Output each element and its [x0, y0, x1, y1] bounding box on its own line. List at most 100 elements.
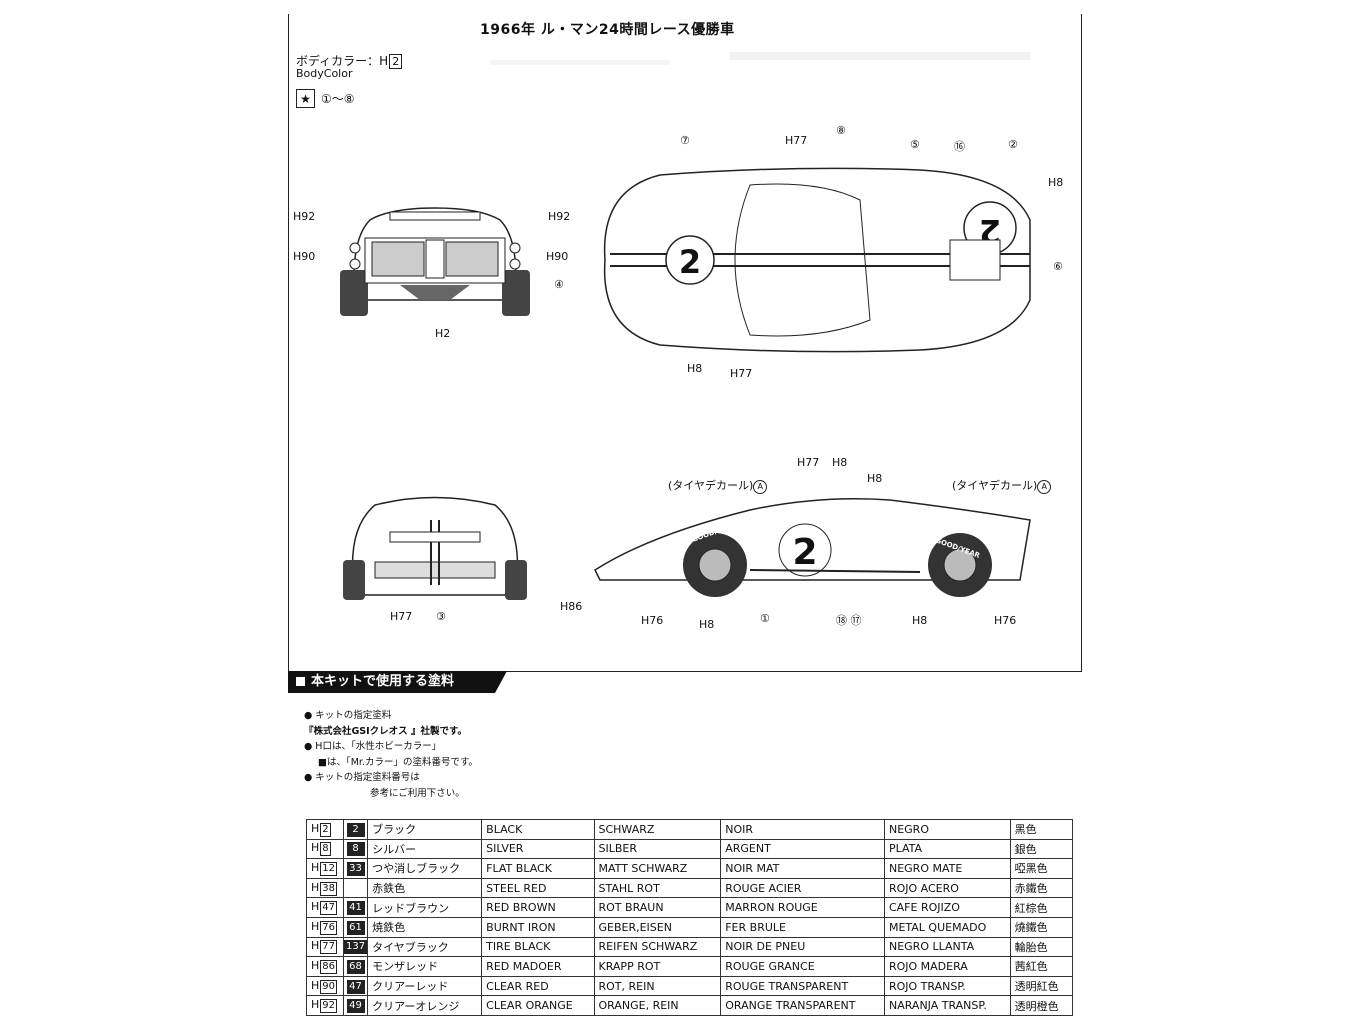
- paint-name-de: ROT BRAUN: [593, 897, 722, 918]
- paint-name-es: CAFE ROJIZO: [883, 897, 1011, 918]
- callout-8: ⑧: [836, 124, 846, 137]
- paint-name-jp: 赤鉄色: [367, 877, 483, 899]
- callout-tire-decal-right: (タイヤデカール)A: [952, 477, 1052, 494]
- paint-name-de: SCHWARZ: [593, 819, 722, 840]
- callout-h8-side-bottom: H8: [699, 618, 715, 631]
- paint-name-jp: シルバー: [367, 838, 483, 860]
- paint-name-jp: モンザレッド: [367, 956, 483, 977]
- paint-name-fr: FER BRULE: [720, 916, 885, 938]
- paint-name-fr: ROUGE ACIER: [720, 877, 885, 899]
- paint-name-es: NARANJA TRANSP.: [883, 995, 1011, 1016]
- paint-name-fr: ARGENT: [720, 838, 885, 860]
- callout-h76-right: H76: [994, 614, 1017, 627]
- paint-mr-code: 8: [342, 838, 369, 860]
- rear-view-drawing: [343, 496, 527, 600]
- paint-name-fr: ROUGE GRANCE: [720, 956, 885, 977]
- paint-name-fr: ORANGE TRANSPARENT: [720, 995, 885, 1016]
- paint-mr-code: 61: [342, 916, 369, 938]
- paint-name-fr: NOIR DE PNEU: [720, 936, 885, 958]
- callout-6: ⑥: [1053, 260, 1063, 273]
- paint-mr-code: 2: [342, 819, 369, 840]
- paint-section-heading: 本キットで使用する塗料: [288, 671, 507, 693]
- callout-18-17: ⑱ ⑰: [836, 614, 862, 627]
- paint-name-es: ROJO ACERO: [883, 877, 1011, 899]
- paint-name-en: RED MADOER: [481, 956, 595, 977]
- callout-tire-decal-left: (タイヤデカール)A: [668, 477, 768, 494]
- callout-h77-top: H77: [785, 134, 808, 147]
- paint-name-de: GEBER,EISEN: [593, 916, 722, 938]
- paint-name-de: ROT, REIN: [593, 975, 722, 997]
- bleed-through-text: [490, 60, 670, 65]
- paint-name-de: STAHL ROT: [593, 877, 722, 899]
- callout-h8-side-top: H8: [832, 456, 848, 469]
- paint-name-jp: 焼鉄色: [367, 916, 483, 938]
- paint-name-jp: クリアーレッド: [367, 975, 483, 997]
- paint-mr-code: [342, 877, 369, 899]
- paint-name-fr: NOIR MAT: [720, 858, 885, 879]
- paint-name-en: BLACK: [481, 819, 595, 840]
- paint-name-es: NEGRO: [883, 819, 1011, 840]
- callout-h90-right: H90: [546, 250, 569, 263]
- paint-name-es: NEGRO MATE: [883, 858, 1011, 879]
- page-title: 1966年 ル・マン24時間レース優勝車: [480, 22, 735, 38]
- callout-h92-left: H92: [293, 210, 316, 223]
- top-view-drawing: 2 2: [603, 167, 1031, 353]
- paint-name-cn: 透明紅色: [1009, 975, 1074, 997]
- callout-h2-front: H2: [435, 327, 451, 340]
- paint-name-de: REIFEN SCHWARZ: [593, 936, 722, 958]
- paint-name-en: TIRE BLACK: [481, 936, 595, 958]
- paint-name-en: CLEAR ORANGE: [481, 995, 595, 1016]
- body-color-label-en: BodyColor: [296, 67, 353, 80]
- paint-name-en: CLEAR RED: [481, 975, 595, 997]
- paint-name-cn: 銀色: [1009, 838, 1074, 860]
- callout-h90-left: H90: [293, 250, 316, 263]
- paint-name-en: SILVER: [481, 838, 595, 860]
- callout-h8-side-bottom2: H8: [912, 614, 928, 627]
- paint-mr-code: 68: [342, 956, 369, 977]
- paint-name-es: PLATA: [883, 838, 1011, 860]
- callout-3: ③: [436, 610, 446, 623]
- paint-name-fr: ROUGE TRANSPARENT: [720, 975, 885, 997]
- paint-mr-code: 137: [342, 936, 369, 958]
- callout-5: ⑤: [910, 138, 920, 151]
- paint-name-jp: タイヤブラック: [367, 936, 483, 958]
- paint-name-fr: NOIR: [720, 819, 885, 840]
- callout-h8-right: H8: [1048, 176, 1064, 189]
- callout-h77-rear: H77: [390, 610, 413, 623]
- paint-name-en: BURNT IRON: [481, 916, 595, 938]
- paint-mr-code: 49: [342, 995, 369, 1016]
- callout-h8-side-top2: H8: [867, 472, 883, 485]
- paint-name-jp: つや消しブラック: [367, 858, 483, 879]
- paint-name-jp: クリアーオレンジ: [367, 995, 483, 1016]
- paint-name-jp: ブラック: [367, 819, 483, 840]
- callout-h76-left: H76: [641, 614, 664, 627]
- paint-name-en: FLAT BLACK: [481, 858, 595, 879]
- paint-name-cn: 燒鐵色: [1009, 916, 1074, 938]
- callout-h92-right: H92: [548, 210, 571, 223]
- decal-reference: ★ ①〜⑧: [296, 89, 355, 108]
- paint-name-fr: MARRON ROUGE: [720, 897, 885, 918]
- callout-h8-bottom: H8: [687, 362, 703, 375]
- callout-2: ②: [1008, 138, 1018, 151]
- paint-mr-code: 41: [342, 897, 369, 918]
- paint-name-cn: 紅棕色: [1009, 897, 1074, 918]
- paint-name-en: STEEL RED: [481, 877, 595, 899]
